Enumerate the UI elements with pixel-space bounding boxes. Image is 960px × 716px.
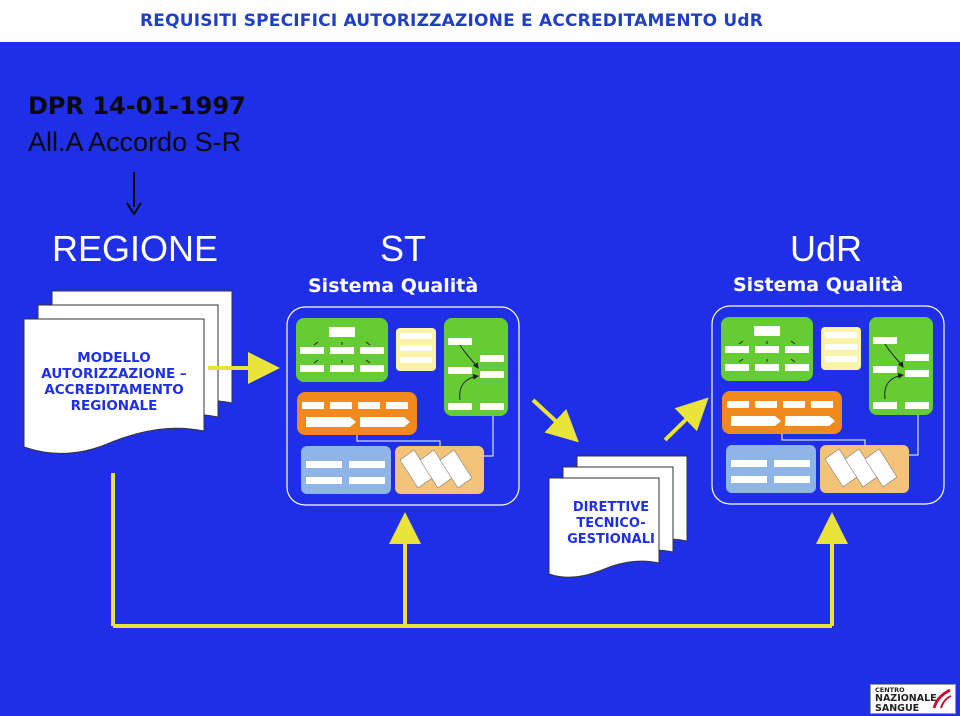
document-stack-modello <box>23 290 233 454</box>
udr-subtitle: Sistema Qualità <box>733 274 904 296</box>
logo-mark-icon <box>932 688 952 709</box>
header-bar: REQUISITI SPECIFICI AUTORIZZAZIONE E ACC… <box>0 0 960 42</box>
logo-line: NAZIONALE <box>875 693 937 704</box>
direttive-line: GESTIONALI <box>567 532 655 547</box>
modello-line: REGIONALE <box>70 398 158 414</box>
arrow-down-dpr <box>126 172 142 216</box>
direttive-line: DIRETTIVE <box>572 500 650 515</box>
modello-line: ACCREDITAMENTO <box>44 382 184 398</box>
direttive-document-text: DIRETTIVE TECNICO- GESTIONALI <box>549 500 673 548</box>
modello-line: AUTORIZZAZIONE – <box>41 366 187 382</box>
st-title: ST <box>380 228 427 269</box>
st-subtitle: Sistema Qualità <box>308 275 479 297</box>
logo-line: CENTRO <box>875 686 905 694</box>
regione-title: REGIONE <box>52 228 219 269</box>
yellow-flow-arrows <box>111 352 848 628</box>
dpr-reference: DPR 14-01-1997 <box>28 92 246 120</box>
udr-title: UdR <box>790 228 863 269</box>
modello-line: MODELLO <box>77 350 151 366</box>
st-quality-system <box>286 306 520 506</box>
direttive-line: TECNICO- <box>576 516 646 531</box>
logo-line: SANGUE <box>875 703 920 714</box>
page-title: REQUISITI SPECIFICI AUTORIZZAZIONE E ACC… <box>140 11 764 31</box>
arrow-st-to-direttive <box>531 398 579 443</box>
accordo-reference: All.A Accordo S-R <box>28 127 242 157</box>
centro-nazionale-sangue-logo: CENTRO NAZIONALE SANGUE <box>870 684 956 714</box>
udr-quality-system <box>711 305 945 505</box>
modello-document-text: MODELLO AUTORIZZAZIONE – ACCREDITAMENTO … <box>24 350 204 414</box>
arrow-direttive-to-udr <box>663 397 709 442</box>
document-stack-direttive <box>548 455 688 578</box>
